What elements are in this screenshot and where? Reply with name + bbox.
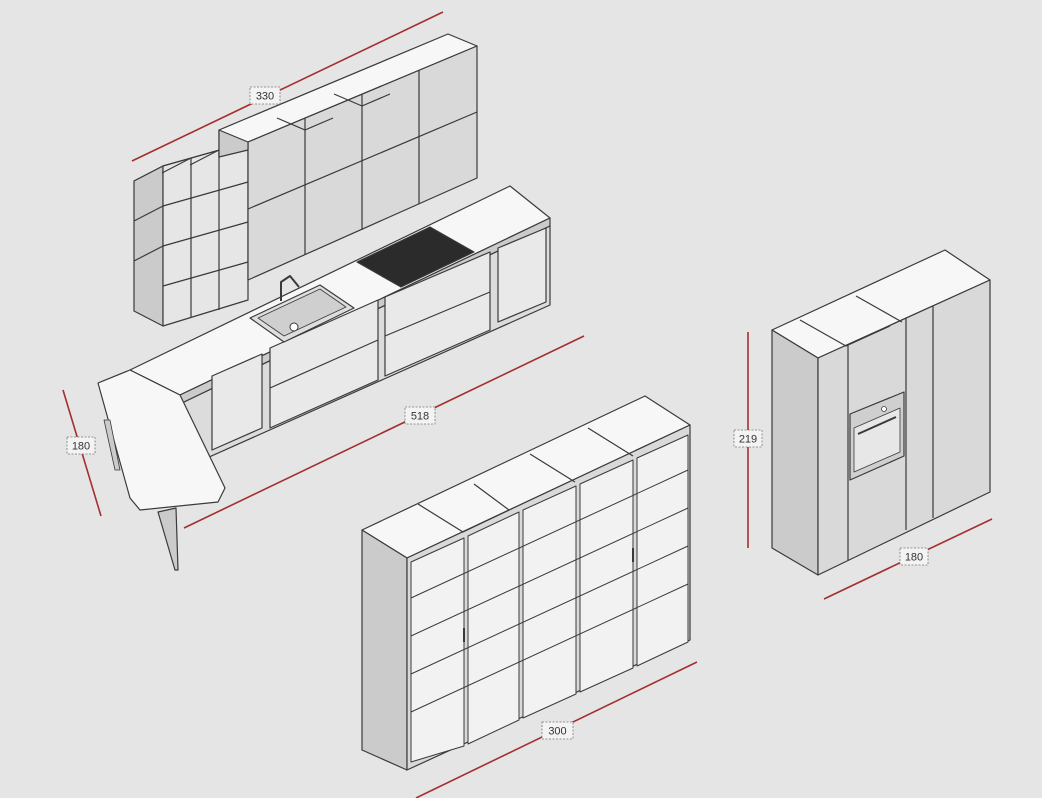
label-180-tall: 180: [899, 547, 929, 566]
angled-table-top: [97, 369, 226, 511]
label-219: 219: [733, 429, 763, 448]
dimension-labels: 330 518 180 300 219 180: [66, 86, 929, 740]
dim-219-text: 219: [739, 434, 757, 446]
dim-line-518: [183, 335, 585, 529]
label-300: 300: [541, 721, 574, 740]
dim-330-text: 330: [256, 91, 274, 103]
open-cube-shelf: [133, 141, 249, 327]
dim-line-330: [131, 11, 444, 162]
dim-300-text: 300: [548, 726, 566, 738]
glass-bookcase: [361, 395, 691, 771]
label-180-island: 180: [66, 436, 96, 455]
induction-hob: [356, 226, 475, 288]
dim-180-island-text: 180: [72, 441, 90, 453]
kitchen-island: [97, 185, 551, 571]
wall-cabinets: [218, 33, 478, 281]
tall-units: [771, 249, 991, 576]
wall-units: [133, 33, 478, 327]
dim-180-tall-text: 180: [905, 552, 923, 564]
label-330: 330: [249, 86, 281, 105]
label-518: 518: [404, 406, 436, 425]
dim-518-text: 518: [411, 411, 429, 423]
tap: [280, 275, 300, 301]
